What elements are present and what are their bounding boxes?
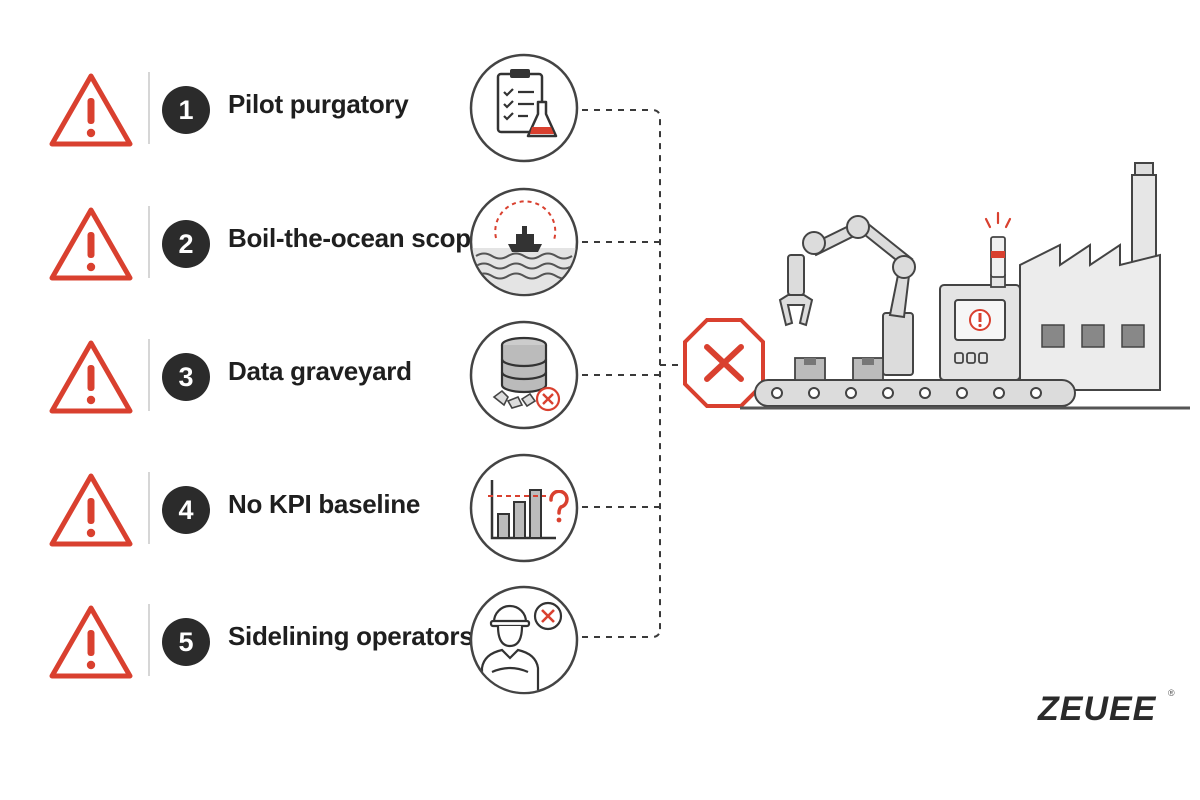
separator xyxy=(148,472,150,544)
item-label: Pilot purgatory xyxy=(228,89,409,119)
question-mark-icon xyxy=(549,490,569,523)
item-number: 4 xyxy=(162,486,210,534)
warning-triangle-icon xyxy=(49,207,133,281)
item-label: Data graveyard xyxy=(228,356,412,386)
separator xyxy=(148,339,150,411)
separator xyxy=(148,72,150,144)
control-cabinet xyxy=(939,211,1021,381)
bar-chart-question-icon xyxy=(469,453,579,563)
list-item-4: 4 No KPI baseline xyxy=(0,453,600,590)
connector-5 xyxy=(582,628,661,638)
list-item-2: 2 Boil-the-ocean scope xyxy=(0,187,600,324)
connector-1 xyxy=(582,109,661,632)
stop-x-icon xyxy=(683,318,765,408)
item-number: 5 xyxy=(162,618,210,666)
separator xyxy=(148,604,150,676)
item-label: Sidelining operators xyxy=(228,621,474,651)
item-label: No KPI baseline xyxy=(228,489,420,519)
warning-triangle-icon xyxy=(49,605,133,679)
factory-building xyxy=(1019,162,1161,391)
registered-mark: ® xyxy=(1168,688,1175,698)
operator-rejected-icon xyxy=(469,585,579,695)
warning-triangle-icon xyxy=(49,473,133,547)
warning-triangle-icon xyxy=(49,73,133,147)
item-number: 1 xyxy=(162,86,210,134)
list-item-3: 3 Data graveyard xyxy=(0,320,600,457)
list-item-5: 5 Sidelining operators xyxy=(0,585,600,722)
list-item-1: 1 Pilot purgatory xyxy=(0,53,600,190)
warning-triangle-icon xyxy=(49,340,133,414)
database-broken-icon xyxy=(469,320,579,430)
factory-assembly-line-icon xyxy=(740,162,1190,410)
ship-ocean-icon xyxy=(469,187,579,297)
item-label: Boil-the-ocean scope xyxy=(228,223,485,253)
item-number: 2 xyxy=(162,220,210,268)
clipboard-flask-icon xyxy=(469,53,579,163)
conveyor-belt xyxy=(740,357,1190,410)
brand-logo: ZEUEE xyxy=(1038,690,1157,728)
item-number: 3 xyxy=(162,353,210,401)
separator xyxy=(148,206,150,278)
robot-arm xyxy=(778,215,916,376)
